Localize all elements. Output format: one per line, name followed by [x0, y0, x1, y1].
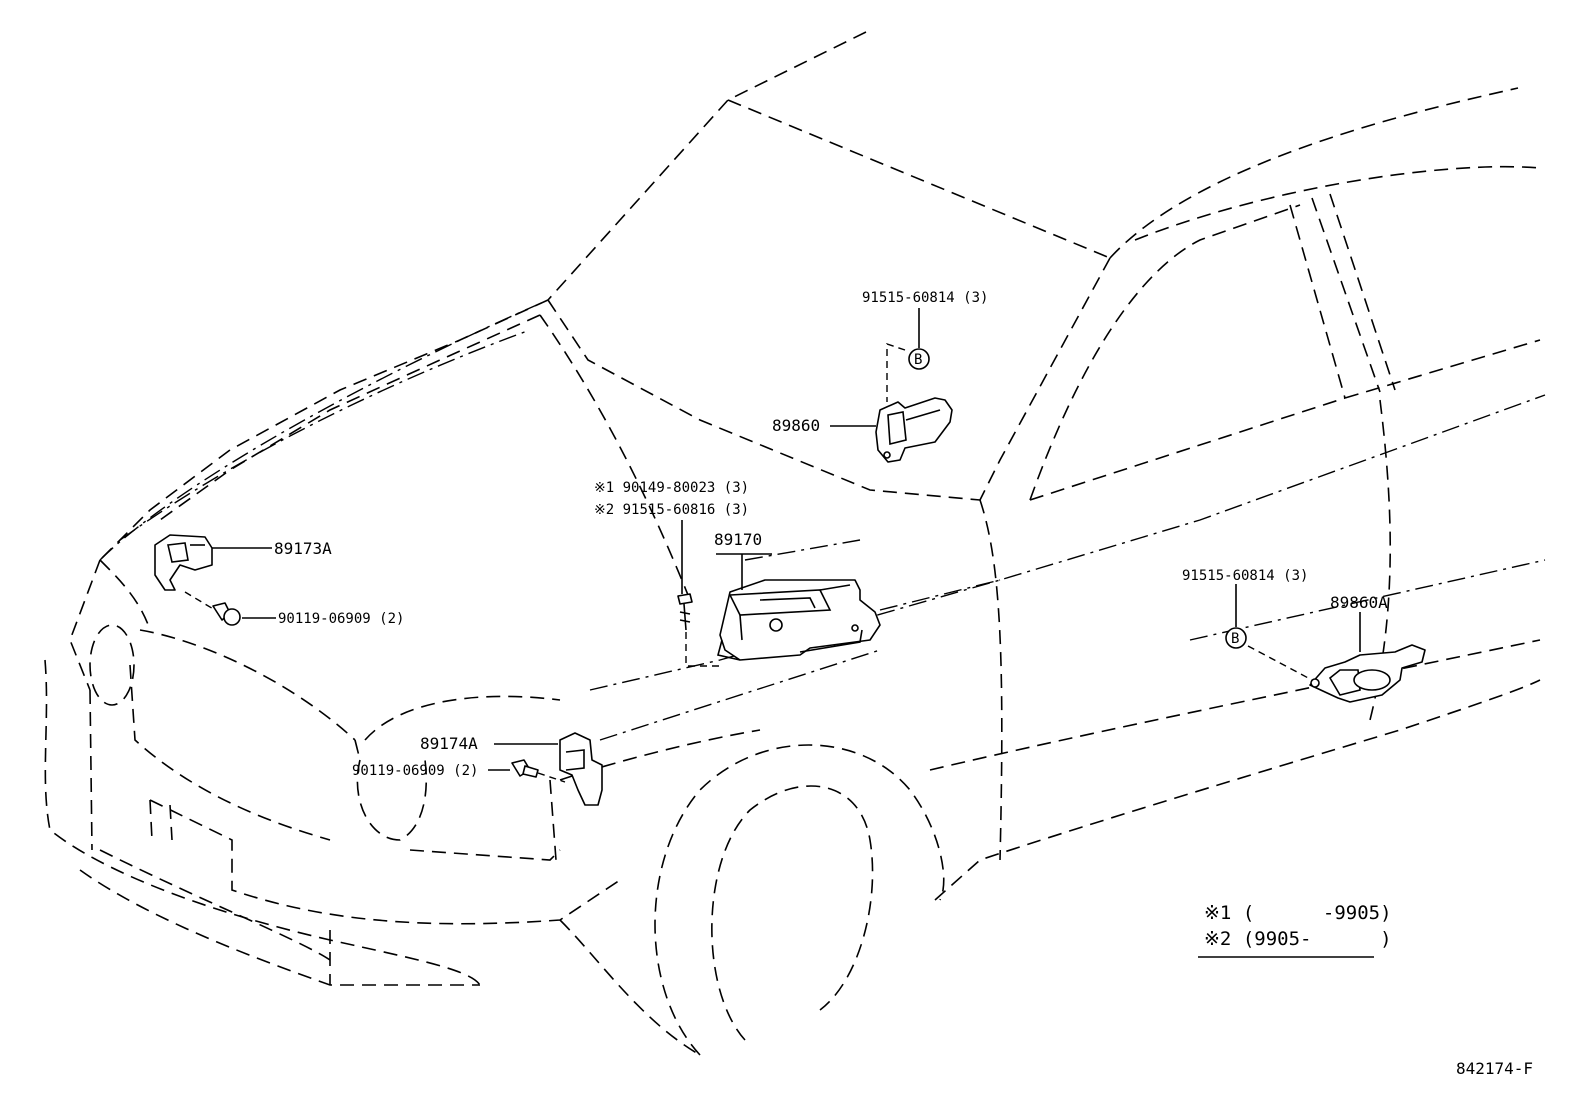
bolt-left-icon — [184, 591, 241, 626]
bolt-right-icon — [511, 759, 566, 783]
label-89860: 89860 — [772, 416, 820, 435]
legend-row1: ※1 ( -9905) — [1204, 902, 1392, 924]
label-bolt-left: 90119-06909 (2) — [278, 611, 404, 627]
legend-row2: ※2 (9905- ) — [1204, 928, 1392, 950]
ref-b-top-label: B — [914, 352, 922, 368]
label-89173a: 89173A — [274, 539, 332, 558]
ref-b-top-circle — [908, 348, 930, 370]
label-screw-1: ※1 90149-80023 (3) — [594, 480, 749, 496]
ref-b-side-circle — [1225, 627, 1247, 649]
label-89174a: 89174A — [420, 734, 478, 753]
chain-lines — [99, 299, 1546, 741]
ref-b-top-dashed — [886, 343, 906, 402]
front-left-sensor-89173a — [154, 534, 213, 591]
center-airbag-ecu-89170 — [717, 579, 881, 661]
label-screw-side: 91515-60814 (3) — [1182, 568, 1308, 584]
label-screw-top: 91515-60814 (3) — [862, 290, 988, 306]
legend: ※1 ( -9905) ※2 (9905- ) — [1198, 902, 1392, 958]
label-89170: 89170 — [714, 530, 762, 549]
label-89860a: 89860A — [1330, 593, 1388, 612]
ref-b-side-label: B — [1231, 631, 1239, 647]
car-body-outline — [44, 31, 1541, 1056]
side-airbag-sensor-89860 — [875, 397, 953, 463]
ref-b-side-dashed — [1247, 645, 1313, 681]
figure-code: 842174-F — [1456, 1059, 1533, 1078]
ecu-screw-icon — [677, 593, 720, 667]
front-right-sensor-89174a — [559, 732, 603, 806]
label-screw-2: ※2 91515-60816 (3) — [594, 502, 749, 518]
label-bolt-right: 90119-06909 (2) — [352, 763, 478, 779]
side-airbag-sensor-89860a — [1309, 644, 1426, 703]
